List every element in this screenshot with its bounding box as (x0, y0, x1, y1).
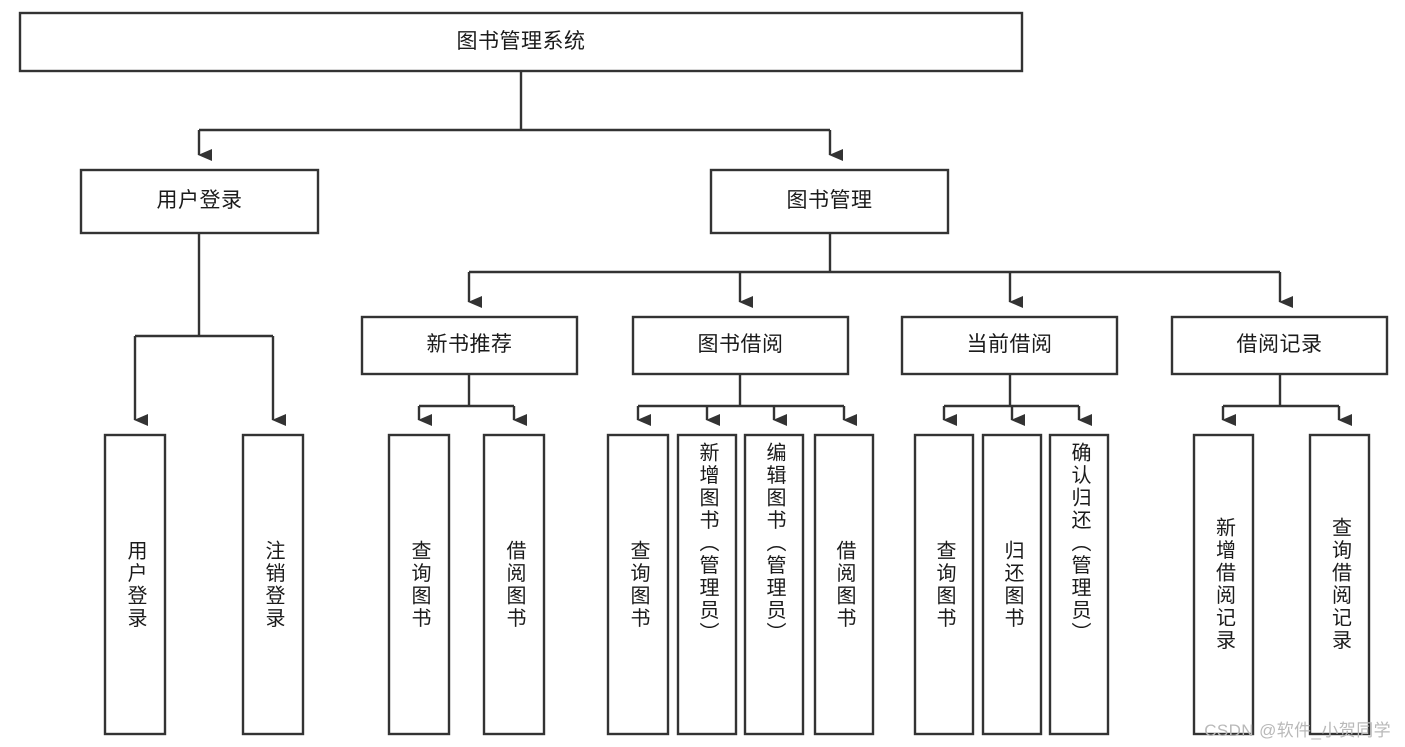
node-box-leaf-user-login[interactable] (103, 433, 167, 736)
node-box-book-management[interactable] (709, 168, 950, 235)
node-box-leaf-confirm-return[interactable] (1048, 433, 1110, 736)
node-box-leaf-query-book-current[interactable] (913, 433, 975, 736)
node-box-root[interactable] (18, 11, 1024, 73)
node-box-leaf-add-book[interactable] (676, 433, 738, 736)
node-box-leaf-query-borrow-record[interactable] (1308, 433, 1371, 736)
node-box-leaf-edit-book[interactable] (743, 433, 805, 736)
node-box-leaf-borrow-book-recommend[interactable] (482, 433, 546, 736)
node-box-user-login[interactable] (79, 168, 320, 235)
node-box-borrow-record[interactable] (1170, 315, 1389, 376)
node-box-leaf-query-book-recommend[interactable] (387, 433, 451, 736)
node-box-leaf-borrow-book[interactable] (813, 433, 875, 736)
node-box-leaf-return-book[interactable] (981, 433, 1043, 736)
node-box-leaf-add-borrow-record[interactable] (1192, 433, 1255, 736)
node-box-current-borrow[interactable] (900, 315, 1119, 376)
node-box-leaf-query-book-borrow[interactable] (606, 433, 670, 736)
node-box-leaf-logout[interactable] (241, 433, 305, 736)
node-box-book-borrow[interactable] (631, 315, 850, 376)
csdn-watermark: CSDN @软件_小贺同学 (1204, 721, 1391, 740)
node-box-new-book-recommend[interactable] (360, 315, 579, 376)
